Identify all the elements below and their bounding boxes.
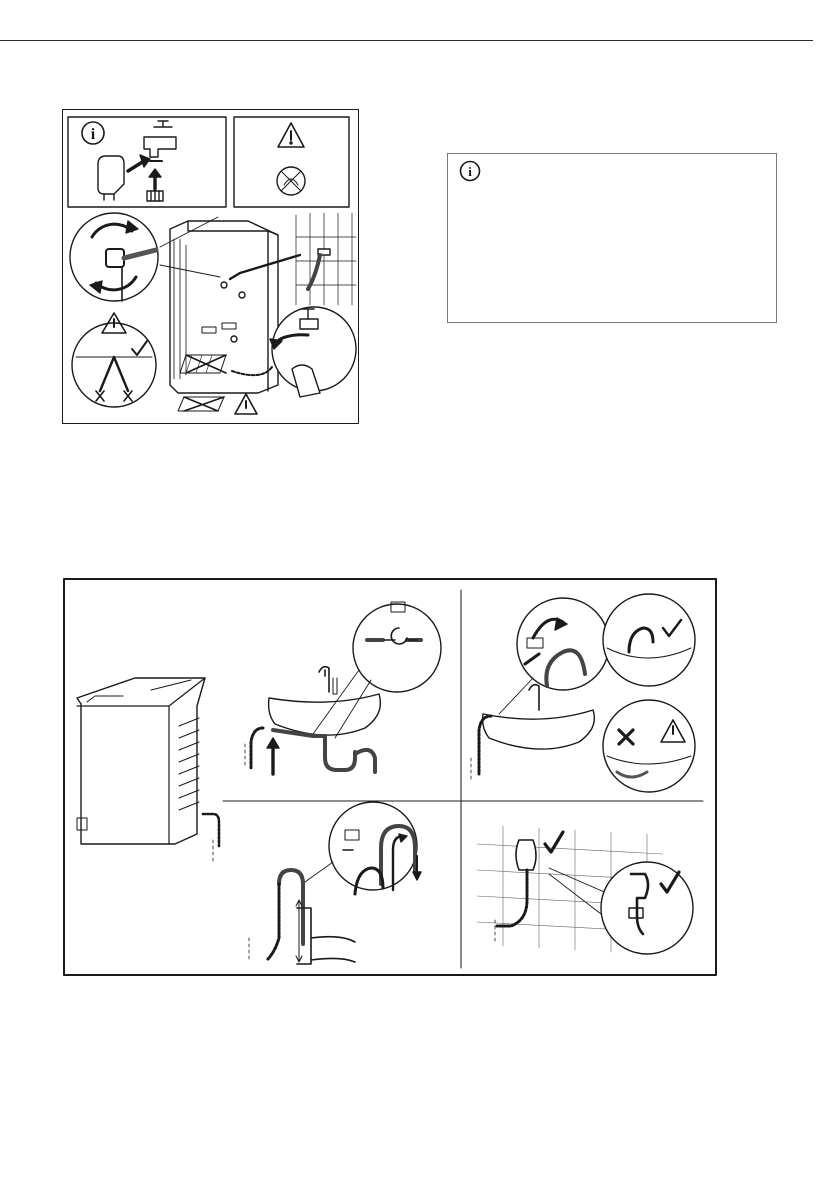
info-icon: i [82, 122, 104, 144]
drain-hose-figure [63, 578, 717, 976]
warning-no-tool-panel [234, 117, 349, 207]
hose-angle-warning-callout [72, 313, 156, 407]
warning-triangle-icon [278, 123, 304, 147]
standpipe-connection-panel [249, 802, 421, 964]
svg-text:i: i [91, 126, 96, 143]
sink-trap-connection-panel [245, 602, 441, 774]
info-note-box: i [447, 153, 777, 323]
inlet-hose-figure: i [62, 109, 359, 424]
info-tap-connection-panel: i [68, 117, 226, 207]
machine-with-drain-hose-panel [77, 678, 219, 862]
svg-text:i: i [468, 164, 472, 179]
wall-drain-connection-panel [477, 826, 693, 954]
check-mark-icon [545, 832, 563, 852]
info-icon: i [459, 160, 481, 182]
warning-triangle-icon [235, 394, 257, 414]
sink-edge-hook-panel [471, 594, 695, 792]
hose-tap-tightening-panel [270, 213, 356, 397]
hose-connection-machine-panel [170, 221, 300, 414]
page-top-rule [0, 40, 813, 41]
